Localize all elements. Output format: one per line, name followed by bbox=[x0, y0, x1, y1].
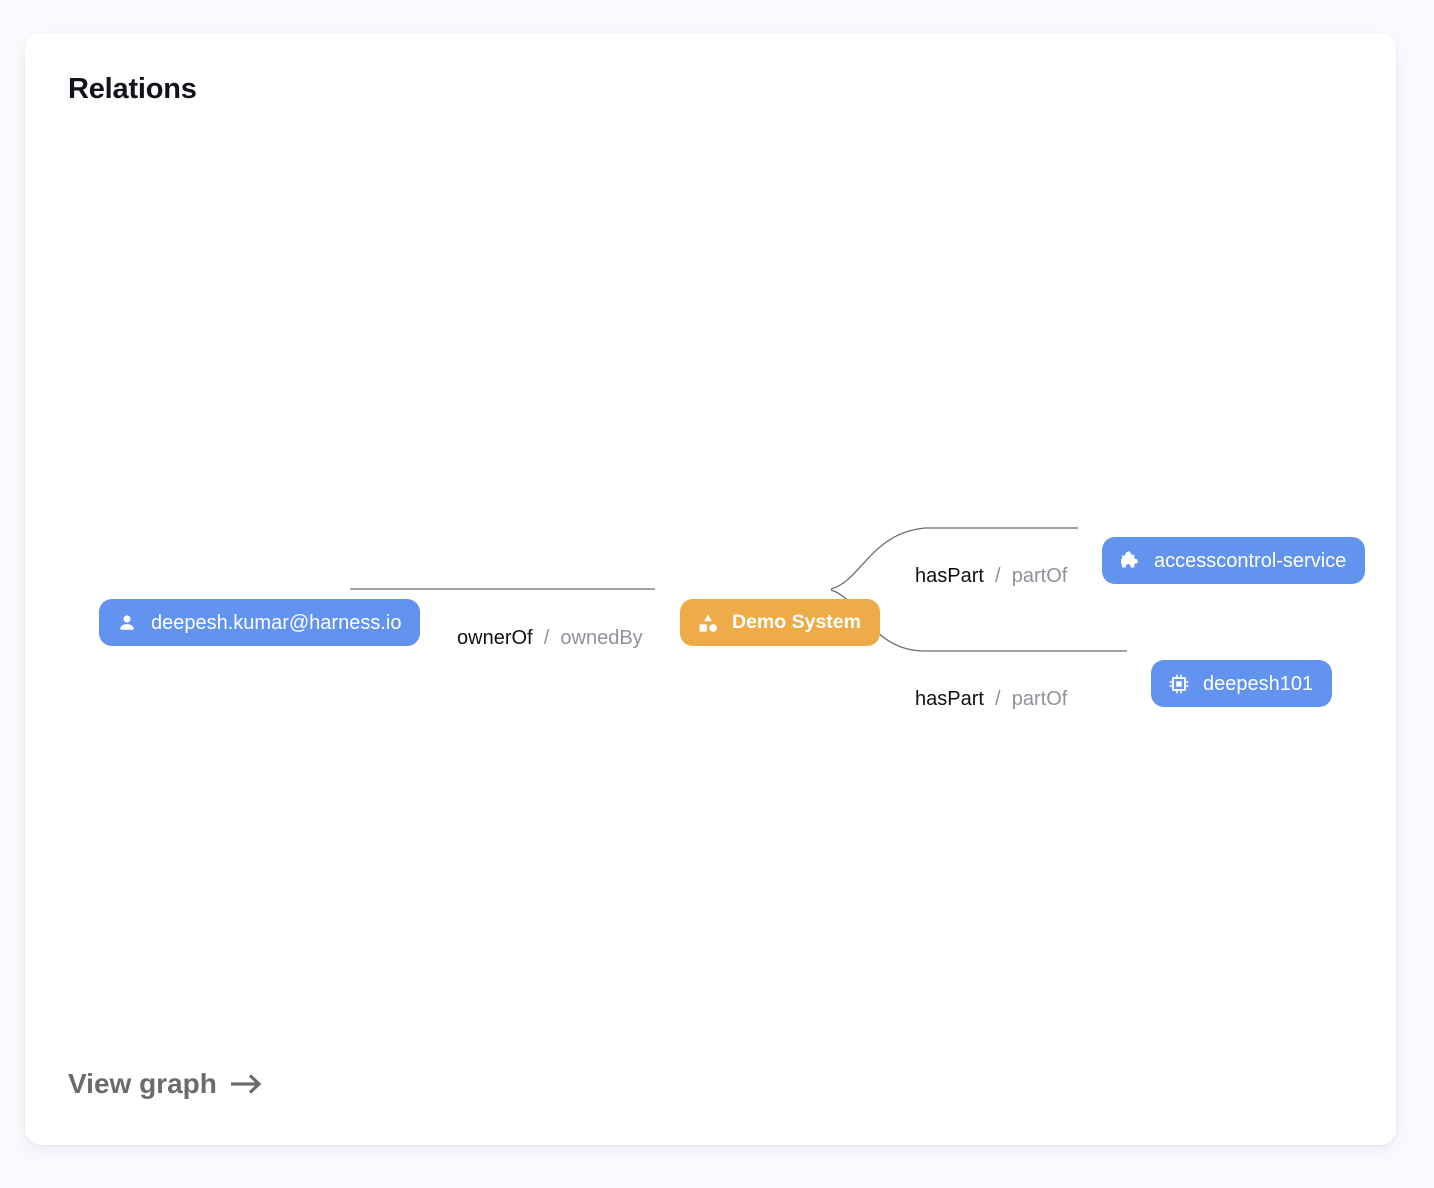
graph-node-label: Demo System bbox=[732, 610, 861, 633]
graph-node-system[interactable]: Demo System bbox=[680, 599, 880, 646]
view-graph-link[interactable]: View graph bbox=[68, 1068, 265, 1100]
person-icon bbox=[116, 612, 138, 634]
shapes-icon bbox=[697, 612, 719, 634]
puzzle-piece-icon bbox=[1119, 550, 1141, 572]
graph-node-label: accesscontrol-service bbox=[1154, 549, 1347, 572]
relations-graph[interactable]: deepesh.kumar@harness.io Demo System bbox=[25, 33, 1396, 1145]
relations-card: Relations deepesh.kumar@harne bbox=[25, 33, 1396, 1145]
edge-label-owner: ownerOf / ownedBy bbox=[457, 628, 643, 648]
edge-label-separator: / bbox=[989, 688, 1007, 710]
graph-edges bbox=[350, 527, 1127, 652]
graph-node-label: deepesh.kumar@harness.io bbox=[151, 611, 402, 634]
edge-label-reverse: partOf bbox=[1011, 565, 1068, 587]
graph-node-resource[interactable]: deepesh101 bbox=[1151, 660, 1333, 707]
edge-label-part-2: hasPart / partOf bbox=[915, 689, 1067, 709]
graph-node-service[interactable]: accesscontrol-service bbox=[1102, 537, 1366, 584]
edge-label-separator: / bbox=[538, 627, 555, 649]
edge-label-part-1: hasPart / partOf bbox=[915, 566, 1067, 586]
chip-icon bbox=[1168, 673, 1190, 695]
edge-label-separator: / bbox=[989, 565, 1007, 587]
page-title: Relations bbox=[68, 73, 197, 105]
edge-label-reverse: ownedBy bbox=[560, 627, 643, 649]
view-graph-label: View graph bbox=[68, 1068, 217, 1099]
edge-label-reverse: partOf bbox=[1011, 688, 1068, 710]
edge-label-forward: hasPart bbox=[915, 688, 984, 710]
graph-node-label: deepesh101 bbox=[1203, 672, 1314, 695]
graph-node-user[interactable]: deepesh.kumar@harness.io bbox=[99, 599, 421, 646]
edge-label-forward: hasPart bbox=[915, 565, 984, 587]
edge-label-forward: ownerOf bbox=[457, 627, 533, 649]
arrow-right-icon bbox=[229, 1070, 265, 1098]
